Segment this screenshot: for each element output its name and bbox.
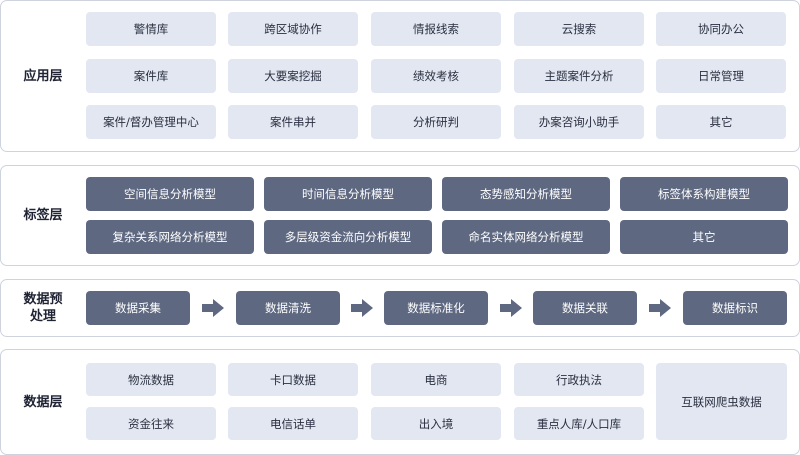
data-layer: 数据层 互联网爬虫数据 物流数据卡口数据电商行政执法资金往来电信话单出入境重点人… (0, 349, 800, 455)
data-source-item: 物流数据 (86, 363, 216, 396)
tag-layer: 标签层 空间信息分析模型时间信息分析模型态势感知分析模型标签体系构建模型复杂关系… (0, 165, 800, 266)
flow-arrow-icon (351, 299, 373, 317)
application-item: 主题案件分析 (514, 59, 644, 93)
application-layer-title: 应用层 (23, 68, 63, 84)
tag-model-item: 多层级资金流向分析模型 (264, 220, 432, 254)
flow-arrow-icon (202, 299, 224, 317)
application-item: 绩效考核 (371, 59, 501, 93)
data-source-item: 出入境 (371, 407, 501, 440)
data-source-internet-crawler: 互联网爬虫数据 (656, 363, 787, 440)
data-source-item: 重点人库/人口库 (514, 407, 644, 440)
data-source-item: 行政执法 (514, 363, 644, 396)
data-source-item: 电商 (371, 363, 501, 396)
preprocess-step: 数据采集 (86, 291, 190, 325)
preprocess-step: 数据标识 (683, 291, 787, 325)
application-item: 分析研判 (371, 105, 501, 139)
tag-layer-title: 标签层 (23, 208, 63, 223)
application-item: 情报线索 (371, 12, 501, 46)
preprocess-step: 数据清洗 (236, 291, 340, 325)
tag-model-item: 态势感知分析模型 (442, 177, 610, 211)
data-source-item: 电信话单 (228, 407, 358, 440)
application-item: 跨区域协作 (228, 12, 358, 46)
preprocess-layer-title: 数据预 处理 (23, 292, 63, 324)
application-item: 其它 (656, 105, 786, 139)
application-item: 云搜索 (514, 12, 644, 46)
application-item: 大要案挖掘 (228, 59, 358, 93)
application-item: 警情库 (86, 12, 216, 46)
tag-model-item: 其它 (620, 220, 788, 254)
application-item: 案件串并 (228, 105, 358, 139)
data-source-item: 资金往来 (86, 407, 216, 440)
tag-model-item: 空间信息分析模型 (86, 177, 254, 211)
preprocess-step: 数据关联 (533, 291, 637, 325)
application-layer: 应用层 警情库跨区域协作情报线索云搜索协同办公案件库大要案挖掘绩效考核主题案件分… (0, 0, 800, 152)
tag-model-item: 命名实体网络分析模型 (442, 220, 610, 254)
tag-model-item: 复杂关系网络分析模型 (86, 220, 254, 254)
application-item: 协同办公 (656, 12, 786, 46)
application-item: 案件库 (86, 59, 216, 93)
preprocess-step: 数据标准化 (384, 291, 488, 325)
application-item: 案件/督办管理中心 (86, 105, 216, 139)
flow-arrow-icon (499, 299, 522, 317)
flow-arrow-icon (649, 299, 671, 317)
data-layer-title: 数据层 (23, 394, 63, 410)
application-item: 日常管理 (656, 59, 786, 93)
application-item: 办案咨询小助手 (514, 105, 644, 139)
data-source-item: 卡口数据 (228, 363, 358, 396)
tag-model-item: 标签体系构建模型 (620, 177, 788, 211)
tag-model-item: 时间信息分析模型 (264, 177, 432, 211)
preprocess-layer: 数据预 处理 数据采集 数据清洗 数据标准化 数据关联 数据标识 (0, 279, 800, 337)
